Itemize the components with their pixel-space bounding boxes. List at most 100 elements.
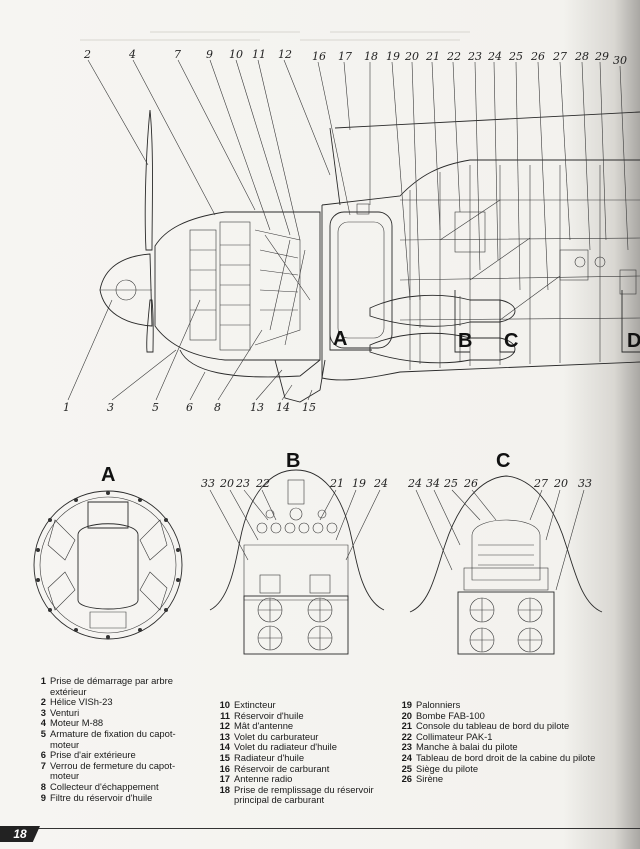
callout-3: 3 — [107, 401, 114, 414]
callout-7: 7 — [174, 48, 181, 61]
oil-cooler-housing — [274, 359, 326, 403]
section-b-callout-22: 22 — [255, 477, 270, 490]
callout-6: 6 — [186, 401, 193, 414]
callout-14: 14 — [276, 401, 290, 414]
callout-30: 30 — [613, 54, 627, 67]
engine-cowling — [154, 211, 321, 361]
legend-number: 16 — [219, 762, 230, 774]
legend-number: 15 — [219, 751, 230, 763]
lower-air-intake — [179, 349, 321, 378]
callout-17: 17 — [338, 50, 352, 63]
callout-13: 13 — [250, 401, 264, 414]
callout-23: 23 — [467, 50, 482, 63]
legend-text: Verrou de fermeture du capot-moteur — [50, 759, 176, 782]
legend-text: Collimateur PAK-1 — [416, 730, 493, 742]
footer-rule — [0, 828, 640, 829]
section-d-marker-line — [621, 290, 640, 353]
legend-number: 20 — [401, 709, 412, 721]
section-c-callout-25: 25 — [443, 477, 458, 490]
cross-section-c: C 24 34 25 26 27 20 33 — [407, 450, 603, 655]
page-number: 18 — [0, 826, 40, 842]
legend-item: 13 Volet du carburateur — [216, 730, 384, 743]
legend-text: Radiateur d'huile — [234, 751, 305, 763]
callout-numbers-top: 2 4 7 9 10 11 12 16 17 18 19 20 21 22 23… — [83, 48, 627, 67]
cockpit-structure — [399, 165, 640, 370]
section-b-callout-20: 20 — [219, 477, 234, 490]
bomb-lower — [369, 332, 516, 364]
callout-4: 4 — [128, 48, 136, 61]
callout-numbers-bottom: 1 3 5 6 8 13 14 15 — [63, 401, 316, 414]
section-marker-b: B — [458, 330, 472, 352]
legend-text: Volet du carburateur — [234, 730, 319, 742]
legend-text: Prise de remplissage du réservoir princi… — [234, 783, 374, 806]
callout-1: 1 — [63, 401, 70, 414]
legend-number: 17 — [219, 773, 230, 785]
legend-text: Venturi — [50, 706, 80, 718]
bleed-through-text — [80, 31, 470, 41]
legend-text: Filtre du réservoir d'huile — [50, 791, 153, 803]
callout-18: 18 — [364, 50, 378, 63]
legend-text: Palonniers — [416, 699, 461, 710]
aircraft-side-cutaway: 2 4 7 9 10 11 12 16 17 18 19 20 21 22 23… — [63, 48, 640, 414]
legend-number: 7 — [40, 759, 46, 771]
callout-8: 8 — [214, 401, 221, 414]
section-b-title: B — [286, 450, 300, 472]
legend-text: Console du tableau de bord du pilote — [416, 720, 570, 732]
section-marker-a: A — [333, 328, 347, 350]
legend-number: 8 — [40, 780, 46, 792]
callout-15: 15 — [302, 401, 316, 414]
fuselage-lower-outline — [321, 361, 640, 381]
legend-item: 16 Réservoir de carburant — [216, 762, 384, 775]
legend-number: 2 — [40, 696, 46, 708]
legend-text: Manche à balai du pilote — [416, 741, 518, 753]
legend-number: 22 — [401, 730, 412, 742]
legend-number: 1 — [40, 675, 46, 686]
section-c-callout-20: 20 — [553, 477, 568, 490]
section-c-callout-24: 24 — [407, 477, 422, 490]
callout-27: 27 — [552, 50, 567, 63]
legend-number: 23 — [401, 741, 412, 753]
callout-28: 28 — [574, 50, 589, 63]
legend-item: 3 Venturi — [32, 706, 204, 719]
section-c-callout-33: 33 — [578, 477, 592, 490]
section-marker-c: C — [504, 330, 518, 352]
callout-24: 24 — [487, 50, 502, 63]
legend-number: 3 — [40, 706, 46, 718]
callout-29: 29 — [594, 50, 609, 63]
callout-25: 25 — [508, 50, 523, 63]
fuel-filler-cap — [356, 203, 370, 215]
legend-number: 9 — [40, 791, 46, 803]
callout-12: 12 — [278, 48, 292, 61]
legend-text: Prise d'air extérieure — [50, 749, 136, 761]
legend-text: Siège du pilote — [416, 762, 479, 774]
legend-number: 13 — [219, 730, 230, 742]
callout-9: 9 — [206, 48, 213, 61]
callout-2: 2 — [83, 48, 91, 61]
legend-number: 11 — [220, 709, 230, 721]
cross-section-a: A — [33, 464, 183, 640]
propeller-blade-upper — [144, 109, 153, 251]
engine-cylinders — [189, 221, 311, 351]
section-b-marker-line — [454, 290, 470, 353]
legend-text: Armature de fixation du capot-moteur — [50, 727, 176, 750]
section-b-callout-21: 21 — [329, 477, 344, 490]
callout-10: 10 — [229, 48, 243, 61]
main-fuel-tank — [329, 211, 393, 349]
antenna-mast — [329, 127, 341, 206]
legend-text: Réservoir de carburant — [234, 762, 330, 774]
